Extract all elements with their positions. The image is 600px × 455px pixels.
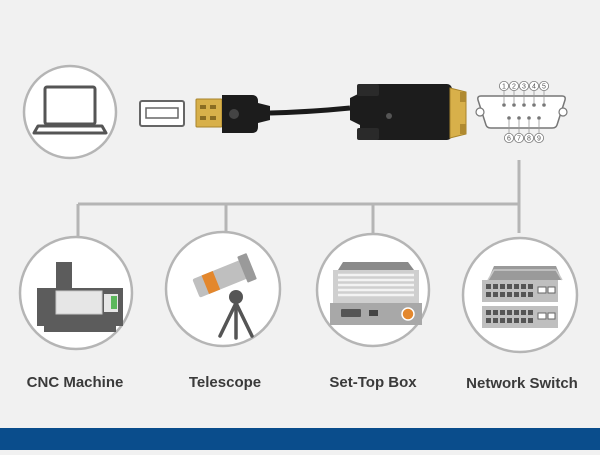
cnc-machine-label: CNC Machine [26, 374, 124, 391]
pin-number: 6 [507, 136, 511, 143]
pin-number-circle [524, 132, 535, 143]
laptop-icon [22, 64, 118, 160]
telescope-label: Telescope [188, 374, 262, 391]
footer-bar [0, 428, 600, 450]
pin-number-circle [503, 132, 514, 143]
pin-number: 5 [542, 84, 546, 91]
usb-serial-cable [195, 84, 467, 140]
telescope-icon [164, 230, 282, 348]
pin-number-circle [498, 81, 509, 92]
connection-lines [76, 160, 521, 238]
pin-number-circle [519, 81, 530, 92]
pin-number: 4 [532, 84, 536, 91]
pin-number: 9 [537, 136, 541, 143]
pin-number: 2 [512, 84, 516, 91]
pin-number: 8 [527, 136, 531, 143]
usb-port-icon [139, 100, 185, 127]
pin-number-circle [539, 81, 550, 92]
pin-number: 7 [517, 136, 521, 143]
pin-number-circle [529, 81, 540, 92]
pin-number: 1 [502, 84, 506, 91]
network-switch-label: Network Switch [466, 375, 578, 392]
set-top-box-icon [315, 232, 431, 348]
pin-number-circle [514, 132, 525, 143]
set-top-box-label: Set-Top Box [329, 374, 417, 391]
pin-number: 3 [522, 84, 526, 91]
pin-number-circle [534, 132, 545, 143]
network-switch-icon [461, 236, 579, 354]
pin-number-circle [508, 81, 519, 92]
cnc-machine-icon [18, 235, 134, 351]
